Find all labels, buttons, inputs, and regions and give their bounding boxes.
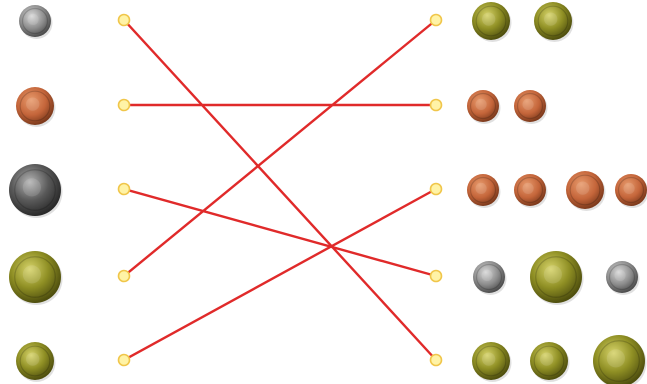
right-connector-dot-5[interactable]: [431, 355, 442, 366]
copper-coin-icon: [514, 90, 548, 124]
gold-coin-icon: [472, 342, 512, 382]
dark-large-coin-icon: [9, 164, 63, 218]
connection-line-5: [124, 189, 436, 360]
left-connector-dot-2[interactable]: [119, 100, 130, 111]
copper-coin-icon: [566, 171, 606, 211]
gold-coin-icon: [530, 251, 584, 305]
copper-coin-pair: [467, 90, 548, 124]
silver-coin-icon: [606, 261, 640, 295]
gold-coin-icon: [472, 2, 512, 42]
right-connector-dot-2[interactable]: [431, 100, 442, 111]
right-connector-dot-1[interactable]: [431, 15, 442, 26]
left-connector-dot-1[interactable]: [119, 15, 130, 26]
copper-coin-icon: [467, 174, 501, 208]
mixed-silver-gold-group: [473, 251, 640, 305]
silver-small-coin-icon: [19, 5, 53, 39]
gold-coin-pair: [472, 2, 574, 42]
right-connector-dot-4[interactable]: [431, 271, 442, 282]
right-connector-dot-3[interactable]: [431, 184, 442, 195]
gold-coin-icon: [534, 2, 574, 42]
gold-small-coin-icon: [16, 342, 56, 382]
gold-coin-icon: [593, 335, 647, 384]
gold-coin-icon: [530, 342, 570, 382]
connection-line-3: [124, 189, 436, 276]
left-connector-dot-5[interactable]: [119, 355, 130, 366]
silver-coin-icon: [473, 261, 507, 295]
copper-coin-icon: [467, 90, 501, 124]
gold-large-coin-icon: [9, 251, 63, 305]
copper-coin-group: [467, 171, 647, 211]
copper-coin-icon: [514, 174, 548, 208]
connection-line-4: [124, 20, 436, 276]
copper-coin-icon: [16, 87, 56, 127]
copper-coin-icon: [615, 174, 647, 208]
gold-coin-triple: [472, 335, 647, 384]
left-connector-dot-4[interactable]: [119, 271, 130, 282]
left-connector-dot-3[interactable]: [119, 184, 130, 195]
connection-line-1: [124, 20, 436, 360]
